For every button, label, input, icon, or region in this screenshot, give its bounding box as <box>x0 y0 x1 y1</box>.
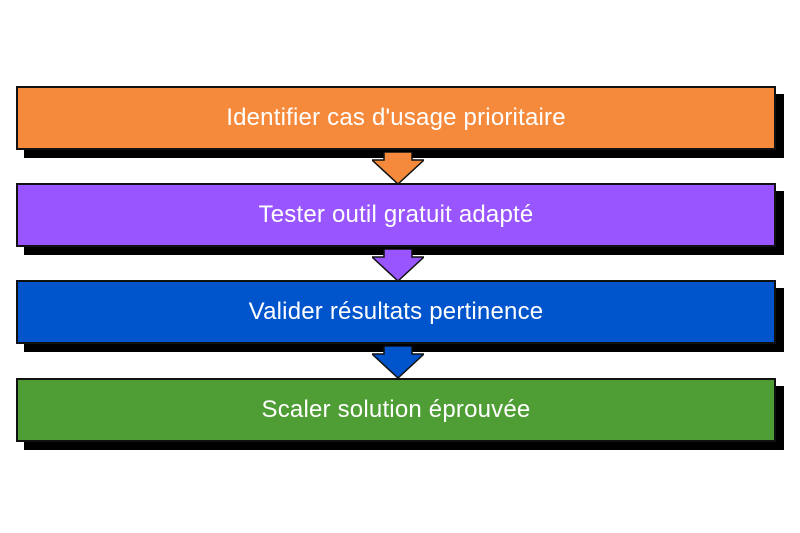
step-3-label: Valider résultats pertinence <box>248 298 544 325</box>
step-1-label: Identifier cas d'usage prioritaire <box>226 104 566 131</box>
step-4-box: Scaler solution éprouvée <box>16 378 776 442</box>
step-2-label: Tester outil gratuit adapté <box>258 201 534 228</box>
step-4-label: Scaler solution éprouvée <box>261 396 531 423</box>
arrow-down-icon <box>372 249 424 281</box>
arrow-down-icon <box>372 346 424 378</box>
arrow-down-icon <box>372 152 424 184</box>
step-3-box: Valider résultats pertinence <box>16 280 776 344</box>
step-2-box: Tester outil gratuit adapté <box>16 183 776 247</box>
step-1-box: Identifier cas d'usage prioritaire <box>16 86 776 150</box>
